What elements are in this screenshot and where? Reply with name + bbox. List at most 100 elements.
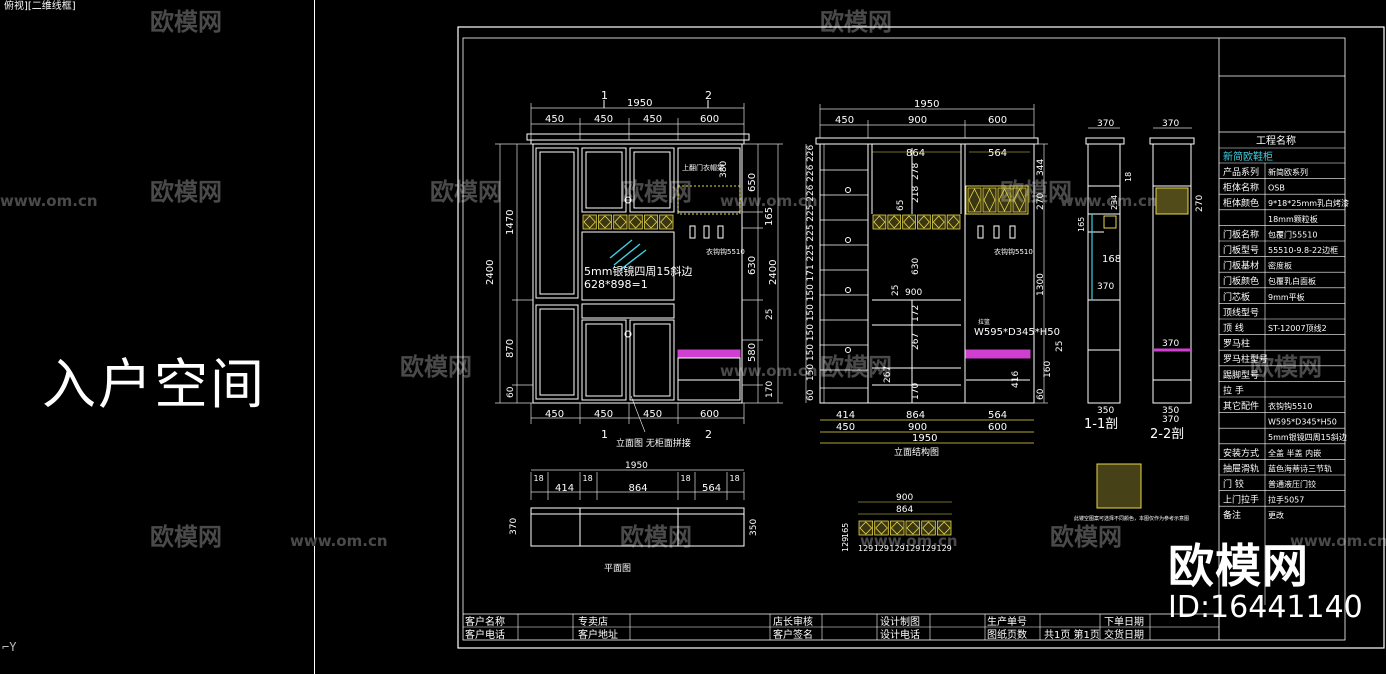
- watermark-brand: 欧模网: [620, 523, 692, 551]
- lattice-diamond: [937, 521, 951, 535]
- lattice-cell: [946, 214, 961, 230]
- spec-row-label: 安装方式: [1223, 447, 1259, 459]
- struct-left-col-dim: 150: [806, 364, 816, 381]
- spec-row-label: 柜体名称: [1223, 182, 1259, 194]
- spec-row-value: 55510-9.8-22边框: [1268, 245, 1338, 255]
- lattice-cell: [582, 214, 597, 230]
- tb-cell: 店长审核: [773, 615, 813, 628]
- tb-cell: 客户名称: [465, 615, 505, 628]
- spec-row-label: 产品系列: [1223, 166, 1259, 178]
- struct-bottom-inner: 414: [836, 410, 855, 421]
- elev-marker-2-bottom: 2: [705, 428, 712, 441]
- elev-mirror-note: 5mm银镜四周15斜边: [584, 264, 692, 278]
- plan-part-dim: 18: [730, 474, 740, 483]
- s1-dim: 168: [1102, 254, 1121, 265]
- detail-cell-dim: 129: [874, 544, 889, 553]
- spec-row-label: 新简欧鞋柜: [1223, 150, 1273, 163]
- ucs-icon: ⌐Y: [2, 640, 17, 654]
- detail-cell-dim: 129: [905, 544, 920, 553]
- elev-marker-1-bottom: 1: [601, 428, 608, 441]
- plan-depth: 370: [509, 518, 519, 535]
- spec-row-label: 抽屉滑轨: [1223, 462, 1259, 474]
- lattice-cell: [887, 214, 902, 230]
- struct-mid-dim: 900: [905, 288, 922, 298]
- tb-cell: 客户签名: [773, 628, 813, 641]
- elev-right-height: 630: [747, 256, 758, 275]
- elev-top-part: 600: [700, 114, 719, 125]
- lattice-cell: [921, 520, 936, 536]
- plan-part-dim: 18: [534, 474, 544, 483]
- elev-right-height: 170: [765, 381, 775, 398]
- struct-right-dim: 1300: [1036, 273, 1046, 296]
- struct-mid-dim: 267: [911, 333, 921, 350]
- watermark-brand: 欧模网: [150, 178, 222, 206]
- detail-cell-dim: 129: [921, 544, 936, 553]
- spec-row-value: 密度板: [1268, 261, 1292, 271]
- spec-row-value: 拉手5057: [1268, 495, 1304, 505]
- struct-mid-dim: 267: [883, 366, 893, 383]
- lattice-diamond: [983, 188, 996, 212]
- elev-marker-2: 2: [705, 89, 712, 102]
- lattice-diamond: [873, 215, 886, 229]
- lattice-diamond: [917, 215, 930, 229]
- elev-top-part: 450: [643, 114, 662, 125]
- s2-top: 370: [1162, 119, 1179, 129]
- lattice-diamond: [890, 521, 904, 535]
- elev-marker-1: 1: [601, 89, 608, 102]
- spec-title: 工程名称: [1256, 134, 1296, 147]
- lattice-diamond: [932, 215, 945, 229]
- s1-dim: 18: [1124, 172, 1133, 182]
- brand-logo: 欧模网: [1168, 539, 1309, 593]
- left-title: 入户空间: [42, 353, 266, 416]
- struct-hook-note: 衣钩钩5510: [994, 247, 1033, 256]
- watermark-brand: 欧模网: [820, 353, 892, 381]
- spec-row-label: 门板颜色: [1223, 275, 1259, 287]
- spec-row-label: 备注: [1223, 509, 1241, 521]
- tb-cell: 客户地址: [578, 628, 618, 641]
- tb-cell: 生产单号: [987, 615, 1027, 628]
- spec-row-label: 门板型号: [1223, 244, 1259, 256]
- spec-row-label: 顶线型号: [1223, 306, 1259, 318]
- elev-top-note: 上翻门衣帽架: [682, 163, 724, 172]
- elev-top-part: 450: [594, 114, 613, 125]
- knob-icon: [845, 187, 851, 193]
- struct-left-col-dim: 150: [806, 304, 816, 321]
- tb-cell: 设计电话: [880, 628, 920, 641]
- lattice-cell: [931, 214, 946, 230]
- lattice-cell: [902, 214, 916, 230]
- struct-lattice-right: [967, 187, 1027, 213]
- elev-lattice-band: [582, 214, 674, 230]
- lattice-cell: [858, 520, 874, 536]
- detail-top: 900: [896, 493, 913, 503]
- s2-bottom: 350: [1162, 406, 1179, 416]
- elev-bottom-part: 450: [545, 409, 564, 420]
- struct-left-col-dim: 225: [806, 205, 816, 222]
- elev-top-total: 1950: [627, 98, 652, 109]
- struct-bottom-inner: 864: [906, 410, 925, 421]
- elev-right-height: 650: [747, 173, 758, 192]
- detail-cell-dim: 129: [858, 544, 873, 553]
- lattice-diamond: [922, 521, 935, 535]
- struct-inner-top: 564: [988, 148, 1007, 159]
- viewport-label[interactable]: 俯视][二维线框]: [4, 1, 76, 12]
- spec-row-value: 9mm平板: [1268, 292, 1305, 302]
- struct-inner-top: 864: [906, 148, 925, 159]
- spec-row-label: 罗马柱型号: [1223, 353, 1268, 365]
- struct-left-col-dim: 226: [806, 144, 816, 161]
- elev-left-height: 1470: [505, 210, 516, 235]
- spec-row-value: W595*D345*H50: [1268, 418, 1337, 427]
- spec-row-value: 新简欧系列: [1268, 167, 1308, 177]
- struct-bottom-total: 1950: [912, 433, 937, 444]
- knob-icon: [845, 347, 851, 353]
- watermark-brand: 欧模网: [820, 8, 892, 36]
- elev-bottom-part: 600: [700, 409, 719, 420]
- struct-right-dim: 270: [1036, 193, 1046, 210]
- struct-mid-dim: 65: [896, 200, 906, 211]
- struct-left-col-dim: 226: [806, 164, 816, 181]
- spec-row-label: 门板名称: [1223, 228, 1259, 240]
- lattice-diamond: [968, 188, 981, 212]
- struct-lattice-band: [872, 214, 961, 230]
